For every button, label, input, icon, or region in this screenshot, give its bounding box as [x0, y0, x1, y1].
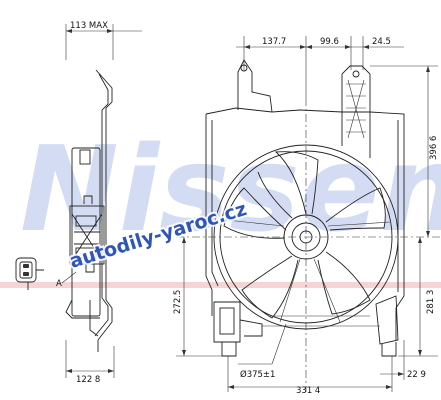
watermark-stripe [0, 282, 441, 288]
right-lower-bracket [375, 295, 399, 345]
dim-top-left-span: 137.7 [262, 37, 286, 47]
dim-bottom-width: 331 4 [296, 386, 320, 396]
connector-label: A [56, 279, 62, 289]
bottom-connector-box [213, 301, 241, 343]
dim-right-height: 396 6 [429, 136, 439, 160]
watermark-brand-text: Nissens [20, 120, 441, 258]
watermark-brand-logo: Nissens [0, 120, 441, 288]
side-view: 113 MAX A 122 8 [15, 21, 142, 385]
dim-bottom-right-offset: 22 9 [407, 370, 426, 380]
dim-side-bottom-depth: 122 8 [76, 375, 100, 385]
dim-right-lower-height: 281 3 [426, 290, 436, 314]
dim-left-lower-height: 272.5 [173, 290, 183, 314]
dim-top-mid-span: 99.6 [320, 37, 339, 47]
left-mount-bracket [237, 59, 273, 113]
front-view: 137.7 99.6 24.5 [173, 36, 440, 396]
dim-top-right-span: 24.5 [372, 37, 391, 47]
shroud-outer-frame [205, 107, 405, 340]
fan-blades [223, 151, 386, 319]
right-mount-bracket [341, 65, 371, 158]
dim-side-depth-max: 113 MAX [70, 21, 108, 31]
dim-fan-diameter: Ø375±1 [240, 369, 275, 380]
side-motor-housing [69, 205, 105, 265]
